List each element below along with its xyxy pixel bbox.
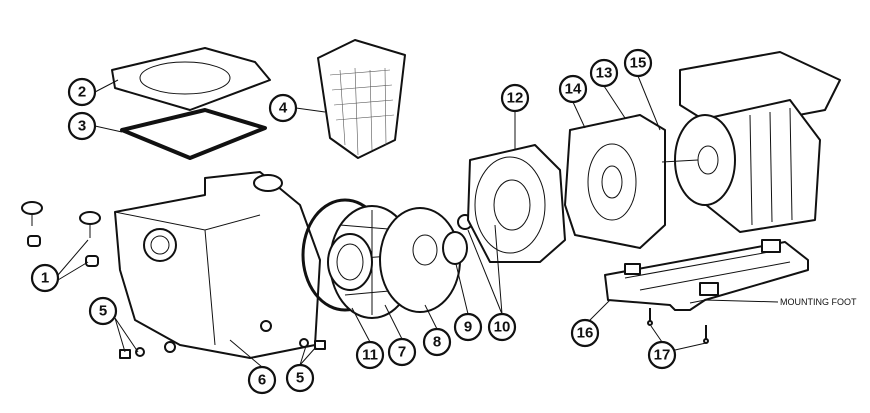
svg-text:3: 3 bbox=[78, 118, 86, 135]
svg-text:6: 6 bbox=[258, 372, 266, 389]
callout-1: 1 bbox=[30, 263, 60, 293]
svg-text:15: 15 bbox=[630, 55, 647, 72]
svg-text:4: 4 bbox=[279, 100, 288, 117]
svg-text:1: 1 bbox=[41, 270, 49, 287]
part-motor bbox=[661, 51, 841, 233]
part-screws bbox=[647, 308, 709, 344]
callout-15: 15 bbox=[623, 48, 653, 78]
callout-13: 13 bbox=[589, 58, 619, 88]
callout-16: 16 bbox=[570, 318, 600, 348]
svg-text:14: 14 bbox=[565, 81, 582, 98]
svg-text:11: 11 bbox=[362, 347, 378, 364]
callout-7: 7 bbox=[387, 337, 417, 367]
svg-text:9: 9 bbox=[464, 319, 472, 336]
part-lid bbox=[111, 47, 271, 111]
callout-14: 14 bbox=[558, 74, 588, 104]
leader-lines bbox=[57, 75, 779, 368]
svg-text:12: 12 bbox=[507, 90, 524, 107]
part-mounting-foot bbox=[604, 239, 809, 311]
svg-text:5: 5 bbox=[99, 303, 107, 320]
svg-text:10: 10 bbox=[494, 319, 511, 336]
callout-12: 12 bbox=[500, 83, 530, 113]
callout-9: 9 bbox=[453, 312, 483, 342]
callout-8: 8 bbox=[422, 327, 452, 357]
part-lid-gasket bbox=[120, 108, 267, 160]
callout-6: 6 bbox=[247, 365, 277, 395]
callout-3: 3 bbox=[67, 111, 97, 141]
svg-text:2: 2 bbox=[78, 84, 86, 101]
svg-text:8: 8 bbox=[433, 334, 441, 351]
svg-text:16: 16 bbox=[577, 325, 594, 342]
svg-text:5: 5 bbox=[296, 370, 304, 387]
callout-17: 17 bbox=[647, 340, 677, 370]
part-knobs bbox=[21, 201, 101, 267]
callout-4: 4 bbox=[268, 93, 298, 123]
part-drain-plugs bbox=[119, 338, 326, 359]
part-pump-housing bbox=[114, 171, 321, 359]
callout-10: 10 bbox=[487, 312, 517, 342]
svg-text:17: 17 bbox=[654, 347, 671, 364]
part-strainer-basket bbox=[317, 39, 406, 159]
svg-text:13: 13 bbox=[596, 65, 613, 82]
part-motor-bracket bbox=[564, 114, 666, 249]
part-seal-plate bbox=[442, 231, 468, 265]
callout-5: 5 bbox=[285, 363, 315, 393]
callout-11: 11 bbox=[355, 340, 385, 370]
part-seal-plate-housing bbox=[467, 144, 566, 263]
mounting-foot-label: MOUNTING FOOT bbox=[780, 297, 857, 307]
callout-2: 2 bbox=[67, 77, 97, 107]
callout-5: 5 bbox=[88, 296, 118, 326]
svg-text:7: 7 bbox=[398, 344, 406, 361]
